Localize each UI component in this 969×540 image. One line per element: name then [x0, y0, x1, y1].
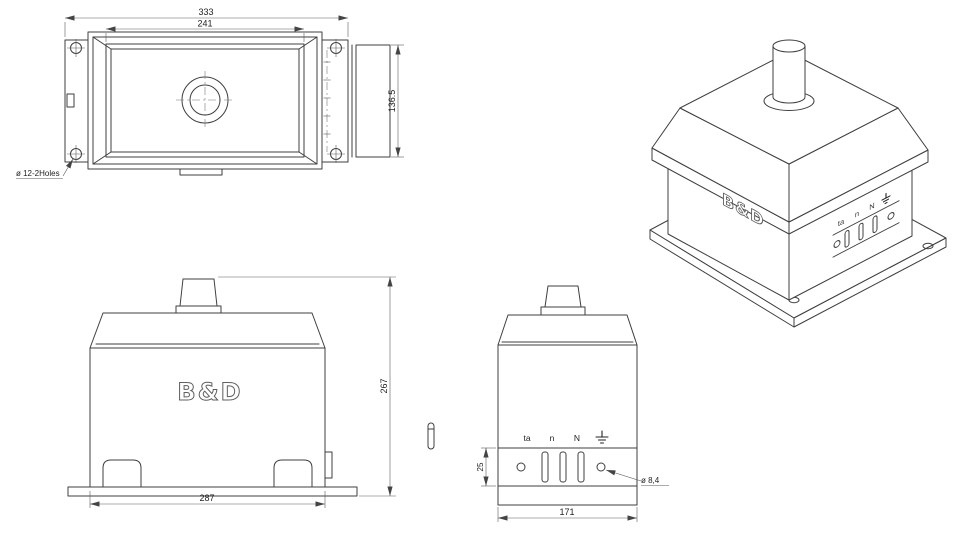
side-tab — [324, 451, 333, 479]
terminal-hole — [833, 240, 841, 248]
terminal-strip-top — [832, 200, 900, 236]
knob — [540, 285, 586, 316]
terminal-hole — [887, 211, 895, 220]
top-view: 333 241 136.5 ø 12-2Holes — [16, 7, 404, 179]
arch-cutout — [273, 459, 313, 488]
knob — [175, 278, 222, 314]
leader-line — [605, 469, 642, 482]
terminal-slot — [559, 451, 567, 483]
terminal-slot — [858, 222, 864, 241]
left-mounting-flange — [64, 39, 89, 163]
lid-rim-outline — [92, 36, 318, 165]
knob-cylinder — [772, 45, 806, 104]
terminal-label-N: N — [574, 433, 580, 443]
bracket-profile — [355, 44, 391, 158]
terminal-slot — [541, 451, 549, 483]
terminal-hole — [516, 462, 526, 472]
dim-bracket-height: 136.5 — [387, 90, 397, 113]
hole-callout-label: ø 8,4 — [641, 476, 660, 485]
base-plate — [67, 486, 358, 497]
terminal-strip-bottom — [832, 222, 900, 258]
terminal-label-n: n — [855, 209, 859, 220]
dim-inner-width: 241 — [197, 19, 212, 29]
right-mounting-flange — [321, 39, 349, 163]
dim-front-height: 267 — [379, 378, 389, 393]
edge-line — [298, 151, 318, 165]
edge-line — [298, 36, 318, 50]
terminal-hole — [596, 462, 606, 472]
terminal-slot — [577, 451, 585, 483]
lid-plateau-inner — [110, 48, 300, 153]
ground-symbol-icon — [881, 192, 891, 205]
knob-top — [772, 39, 806, 53]
terminal-slot — [844, 229, 850, 248]
terminal-slot — [872, 215, 878, 234]
lid — [497, 314, 638, 346]
leader-line — [62, 158, 74, 177]
dim-side-width: 171 — [559, 507, 574, 517]
brand-logo: B&D — [177, 378, 242, 406]
pin-part — [427, 422, 435, 450]
isometric-view: B&D ta n N — [649, 39, 947, 328]
terminal-label-N: N — [869, 201, 875, 212]
dim-front-width: 287 — [199, 493, 214, 503]
edge-line — [92, 36, 112, 50]
ground-symbol-icon — [595, 430, 609, 444]
side-view: ta n N 25 171 ø 8,4 — [476, 285, 669, 522]
edge-line — [92, 151, 112, 165]
bottom-tab — [179, 168, 223, 176]
hole-callout-label: ø 12-2Holes — [16, 169, 60, 178]
terminal-label-ta: ta — [523, 433, 530, 443]
lid-plateau-outline — [105, 43, 305, 158]
body-outline — [87, 31, 323, 170]
arch-cutout — [102, 459, 142, 488]
flange-slot — [66, 93, 75, 108]
dim-overall-width: 333 — [198, 7, 213, 17]
base-plate-right-side — [793, 237, 947, 328]
base-hole — [922, 242, 934, 250]
dim-strip-height: 25 — [476, 462, 485, 471]
front-view: B&D 287 267 — [67, 276, 435, 508]
terminal-label-ta: ta — [838, 216, 845, 228]
lid — [89, 312, 326, 349]
terminal-panel: ta n N — [832, 192, 900, 258]
terminal-label-n: n — [550, 433, 555, 443]
